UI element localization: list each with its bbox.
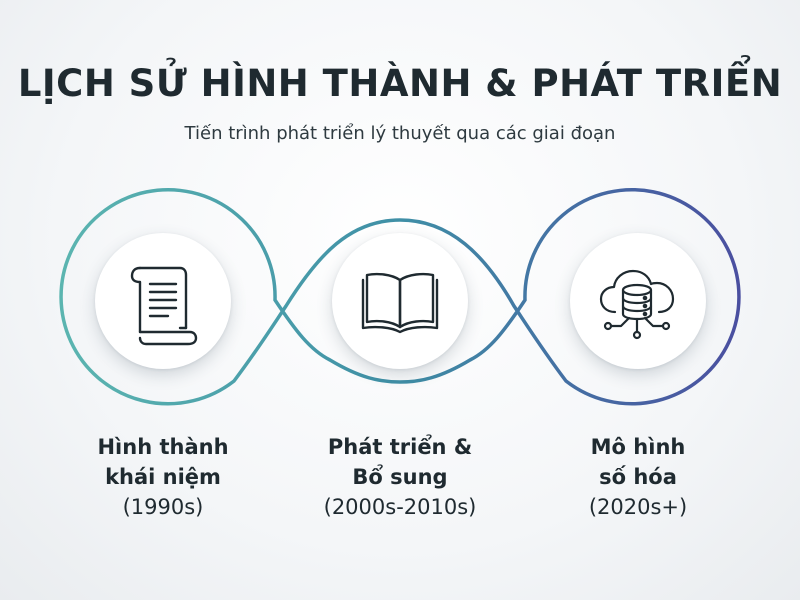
stage-2-circle (332, 233, 468, 369)
stage-2-name-line2: Bổ sung (352, 465, 448, 489)
stage-1-label: Hình thành khái niệm (1990s) (53, 432, 273, 522)
page-title: LỊCH SỬ HÌNH THÀNH & PHÁT TRIỂN (17, 62, 783, 105)
timeline-curve-path (59, 187, 741, 406)
stage-1-period: (1990s) (122, 495, 204, 519)
cloud-database-icon (599, 269, 675, 340)
page-subtitle: Tiến trình phát triển lý thuyết qua các … (184, 123, 616, 144)
stage-2-period: (2000s-2010s) (323, 495, 477, 519)
stage-1-circle (95, 233, 231, 369)
stage-2-label: Phát triển & Bổ sung (2000s-2010s) (290, 432, 510, 522)
stage-1-name-line1: Hình thành (97, 435, 229, 459)
stage-2-name-line1: Phát triển & (327, 435, 473, 459)
scroll-document-icon (130, 266, 198, 346)
stage-3-circle (570, 233, 706, 369)
stage-3-name-line1: Mô hình (590, 435, 686, 459)
stage-3-period: (2020s+) (588, 495, 688, 519)
stage-3-label: Mô hình số hóa (2020s+) (528, 432, 748, 522)
stage-1-name-line2: khái niệm (105, 465, 221, 489)
stage-3-name-line2: số hóa (599, 465, 677, 489)
open-book-icon (361, 272, 439, 334)
